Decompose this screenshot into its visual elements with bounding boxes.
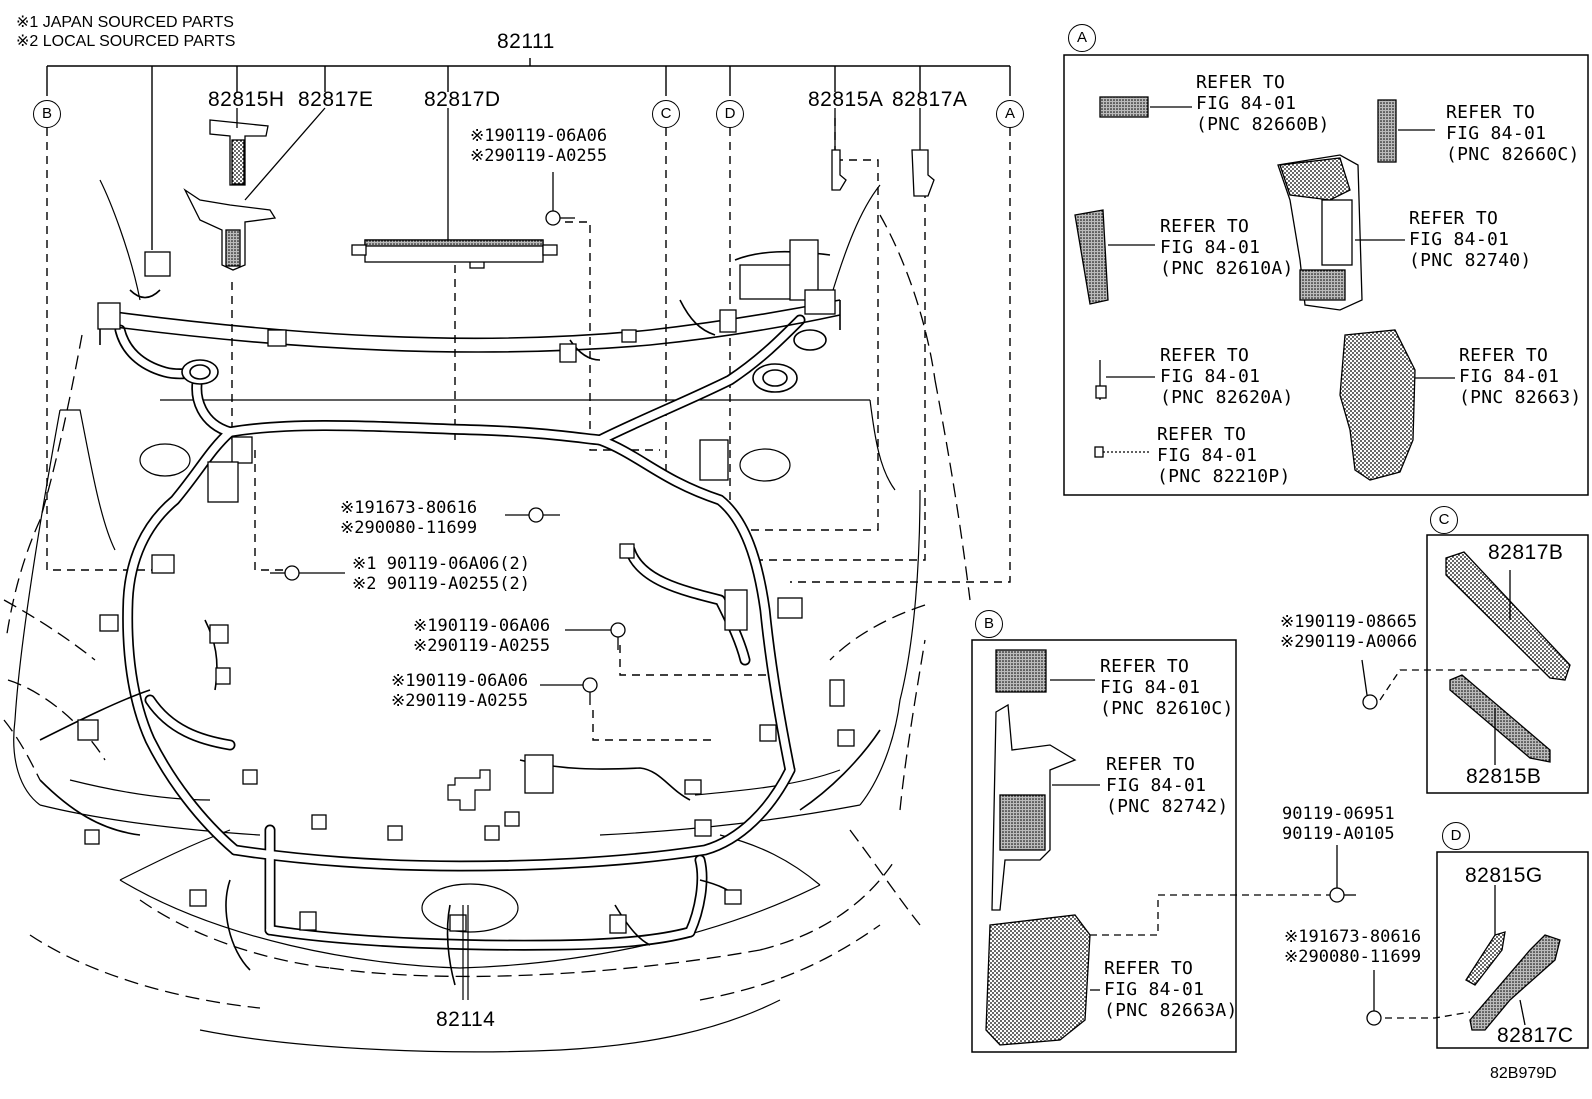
relay-block-82817D: [351, 108, 558, 263]
inset-b-parts: [985, 649, 1356, 1046]
connectors: [77, 239, 855, 934]
part-number-82815H: 82815H: [208, 88, 285, 111]
inset-c-frame: [1426, 534, 1589, 794]
callout-a-main: A: [996, 100, 1024, 128]
bolts-main: [270, 172, 626, 705]
inset-d-parts: [1366, 885, 1561, 1031]
inset-a-tag: A: [1068, 24, 1096, 52]
bolt-spec-3-line1: ※1 90119-06A06(2): [352, 554, 531, 574]
inset-a-ref-82210P: REFER TO FIG 84-01 (PNC 82210P): [1157, 424, 1291, 487]
part-number-82817E: 82817E: [298, 88, 374, 111]
inset-a-parts: [1074, 96, 1455, 481]
bracket-82817E: [183, 107, 326, 271]
part-number-82817D: 82817D: [424, 88, 501, 111]
inset-b-ref-82742: REFER TO FIG 84-01 (PNC 82742): [1106, 754, 1229, 817]
inset-a-ref-82663: REFER TO FIG 84-01 (PNC 82663): [1459, 345, 1582, 408]
clip-82817A: [911, 108, 935, 197]
bolt-spec-5-line1: ※190119-06A06: [391, 671, 529, 691]
part-number-82815G: 82815G: [1465, 864, 1543, 887]
grommets: [181, 329, 827, 393]
bolt-spec-3-line2: ※2 90119-A0255(2): [352, 574, 531, 594]
inset-a-frame: [1063, 54, 1589, 496]
inset-b-ref-82610C: REFER TO FIG 84-01 (PNC 82610C): [1100, 656, 1234, 719]
bolt-spec-5-line2: ※290119-A0255: [391, 691, 529, 711]
part-number-82111: 82111: [497, 30, 555, 53]
bolt-spec-1-line1: ※190119-06A06: [470, 126, 608, 146]
part-number-82815B: 82815B: [1466, 765, 1542, 788]
bolt-spec-2-line1: ※191673-80616: [340, 498, 478, 518]
callout-c-main: C: [652, 100, 680, 128]
harness-thin-wires: [39, 250, 881, 986]
clip-82815A: [831, 108, 847, 191]
inset-a-ref-82620A: REFER TO FIG 84-01 (PNC 82620A): [1160, 345, 1294, 408]
inset-c-bolt-line1: ※190119-08665: [1280, 612, 1418, 632]
top-leader-bracket: [46, 58, 1011, 250]
inset-a-ref-82660B: REFER TO FIG 84-01 (PNC 82660B): [1196, 72, 1330, 135]
inset-c-tag: C: [1430, 506, 1458, 534]
part-number-82817A: 82817A: [892, 88, 968, 111]
inset-b-ref-82663A: REFER TO FIG 84-01 (PNC 82663A): [1104, 958, 1238, 1021]
part-number-82817B: 82817B: [1488, 541, 1564, 564]
callout-b-main: B: [33, 100, 61, 128]
callout-d-main: D: [716, 100, 744, 128]
inset-d-tag: D: [1442, 822, 1470, 850]
inset-d-frame: [1436, 851, 1589, 1049]
leader-82114: [462, 905, 469, 1000]
bolt-spec-2-line2: ※290080-11699: [340, 518, 478, 538]
part-number-82815A: 82815A: [808, 88, 884, 111]
bolt-spec-4-line2: ※290119-A0255: [413, 636, 551, 656]
vehicle-body-outline: [3, 214, 971, 1009]
part-number-82114: 82114: [436, 1008, 496, 1031]
part-number-82817C: 82817C: [1497, 1024, 1574, 1047]
inset-b-tag: B: [975, 610, 1003, 638]
note-local-sourced: ※2 LOCAL SOURCED PARTS: [16, 33, 236, 50]
inset-d-bolt-line2: ※290080-11699: [1284, 947, 1422, 967]
vehicle-body-solid: [13, 179, 921, 1053]
inset-b-frame: [971, 639, 1237, 1053]
inset-a-ref-82660C: REFER TO FIG 84-01 (PNC 82660C): [1446, 102, 1580, 165]
bolt-spec-1-line2: ※290119-A0255: [470, 146, 608, 166]
inset-c-bolt-line2: ※290119-A0066: [1280, 632, 1418, 652]
inset-b-bolt-line2: 90119-A0105: [1282, 824, 1395, 844]
inset-a-ref-82610A: REFER TO FIG 84-01 (PNC 82610A): [1160, 216, 1294, 279]
figure-code: 82B979D: [1490, 1065, 1557, 1082]
note-japan-sourced: ※1 JAPAN SOURCED PARTS: [16, 14, 234, 31]
bracket-82815H: [209, 108, 269, 186]
harness-tubes: [114, 314, 806, 951]
inset-d-bolt-line1: ※191673-80616: [1284, 927, 1422, 947]
inset-a-ref-82740: REFER TO FIG 84-01 (PNC 82740): [1409, 208, 1532, 271]
inset-b-bolt-line1: 90119-06951: [1282, 804, 1395, 824]
main-assembly: [3, 58, 1011, 1053]
inset-c-parts: [1361, 551, 1571, 765]
bolt-spec-4-line1: ※190119-06A06: [413, 616, 551, 636]
